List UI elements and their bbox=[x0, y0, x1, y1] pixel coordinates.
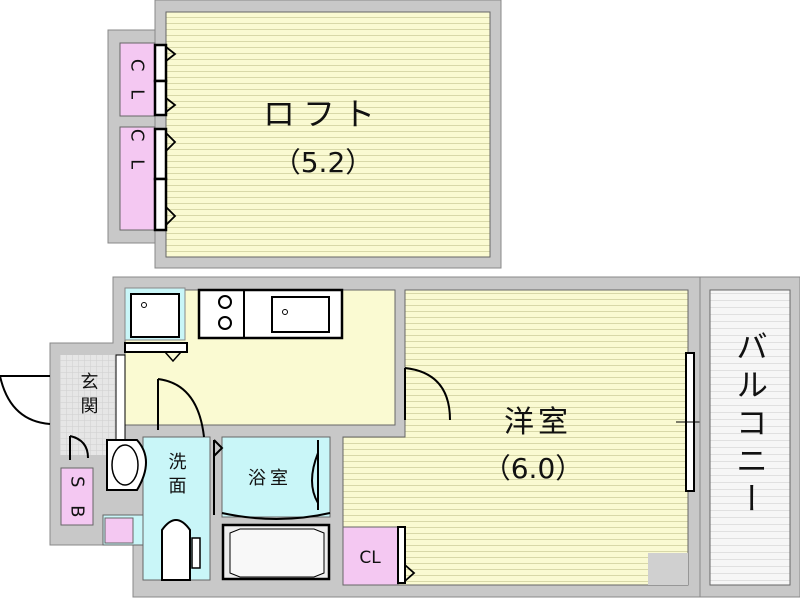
stove-burner-icon bbox=[218, 295, 232, 309]
loft-closet-1 bbox=[119, 42, 156, 117]
stove-burner-icon bbox=[218, 316, 232, 330]
western-room-size: （6.0） bbox=[483, 452, 584, 485]
loft-closet-2-label: C L bbox=[127, 129, 148, 175]
loft-name: ロフト bbox=[263, 95, 383, 133]
sink bbox=[271, 296, 330, 333]
shoe-box-label: S B bbox=[67, 476, 88, 524]
balcony-name: バルコニー bbox=[731, 330, 769, 520]
main-unit bbox=[0, 276, 712, 598]
closet-door-icon bbox=[153, 43, 177, 232]
entrance-label: 玄関 bbox=[78, 372, 99, 420]
door-icon bbox=[0, 367, 451, 515]
loft-size: （5.2） bbox=[273, 146, 374, 179]
loft-closet-1-label: C L bbox=[127, 59, 148, 105]
western-room-name: 洋室 bbox=[504, 405, 572, 440]
loft: C L C L ロフト （5.2） bbox=[107, 0, 502, 269]
bathroom-label: 浴室 bbox=[248, 468, 292, 489]
closet-label: CL bbox=[359, 548, 381, 568]
balcony: バルコニー bbox=[699, 276, 800, 598]
shoe-box bbox=[60, 467, 94, 526]
toilet bbox=[161, 519, 191, 581]
loft-closet-2 bbox=[119, 126, 156, 231]
washroom-label: 洗面 bbox=[166, 452, 187, 500]
